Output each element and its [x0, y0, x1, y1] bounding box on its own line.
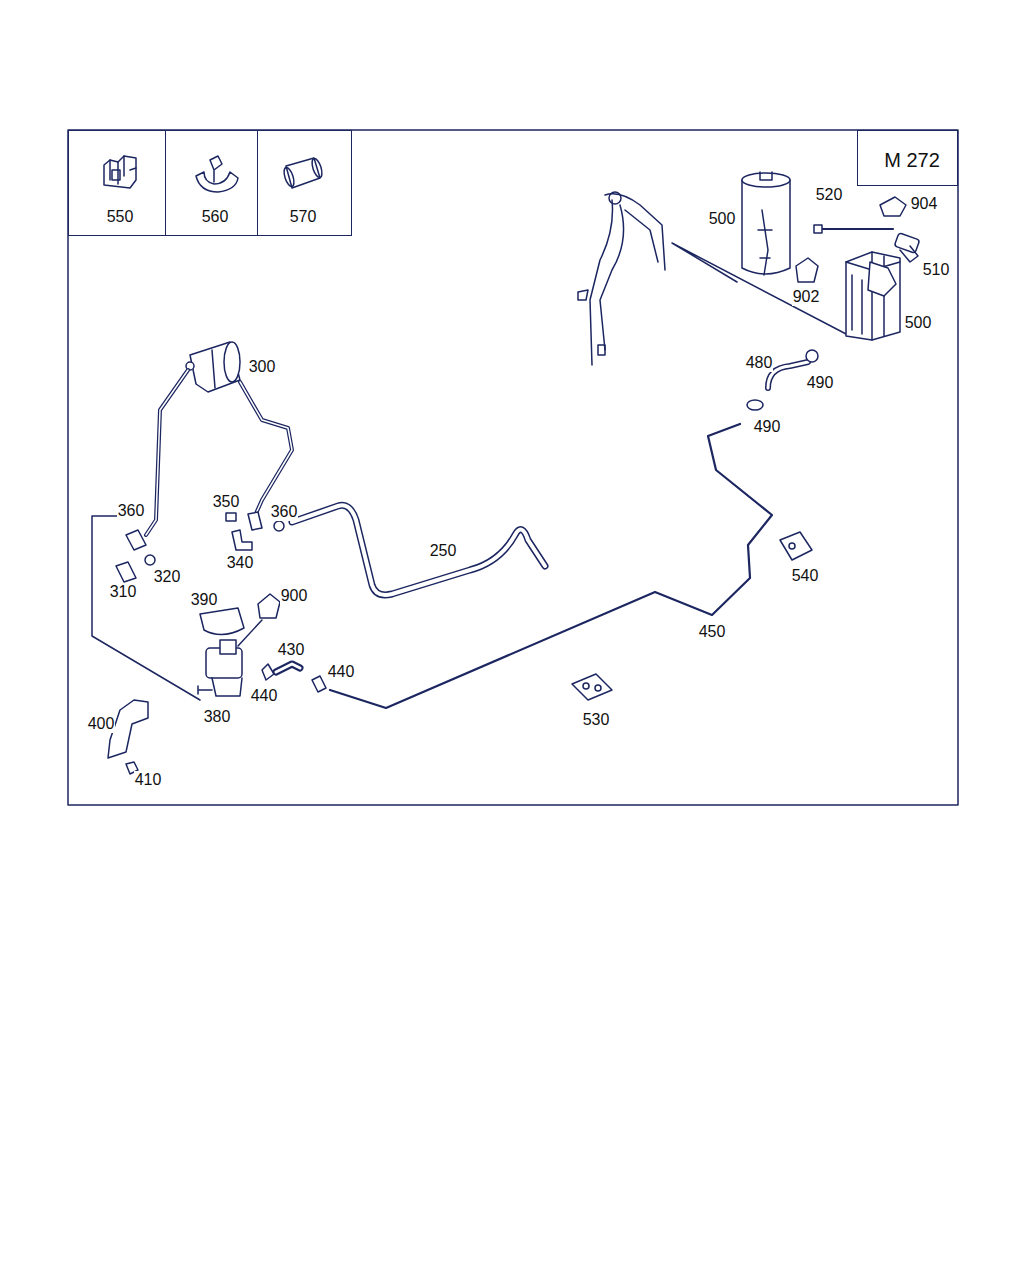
hose: [292, 505, 545, 595]
callout-number: 480: [745, 354, 774, 372]
callout-cell: 560: [165, 130, 258, 236]
hose: [276, 664, 300, 672]
hose: [292, 505, 545, 595]
callout-number: 490: [753, 418, 782, 436]
callout-number: 490: [806, 374, 835, 392]
connector: [126, 530, 146, 550]
callout-number: 250: [429, 542, 458, 560]
callout-number: 310: [109, 583, 138, 601]
pipe: [240, 382, 292, 518]
callout-number: 300: [248, 358, 277, 376]
valve: [198, 640, 242, 696]
clamp-icon: [196, 156, 238, 192]
hose: [276, 664, 300, 672]
callout-number: 360: [270, 503, 299, 521]
callout-number: 500: [708, 210, 737, 228]
elbow: [232, 530, 252, 550]
callout-number: 904: [910, 195, 939, 213]
hose: [768, 362, 808, 388]
tag: [258, 594, 280, 618]
callout-number: 570: [290, 208, 317, 226]
hose-clamp: [806, 350, 818, 362]
holder-ring: [200, 608, 244, 635]
callout-number: 400: [87, 715, 116, 733]
tag: [880, 197, 906, 216]
sleeve: [226, 513, 236, 521]
callout-number: 410: [134, 771, 163, 789]
callout-number: 350: [212, 493, 241, 511]
callout-number: 380: [203, 708, 232, 726]
bracket-clip: [116, 562, 136, 582]
callout-number: 440: [327, 663, 356, 681]
callout-number: 530: [582, 711, 611, 729]
sleeve-icon: [282, 157, 324, 188]
callout-number: 510: [922, 261, 951, 279]
callout-number: 430: [277, 641, 306, 659]
callout-number: 360: [117, 502, 146, 520]
callout-number: 450: [698, 623, 727, 641]
callout-number: 550: [107, 208, 134, 226]
clip-icon: [104, 156, 136, 188]
leader-line: [92, 516, 200, 700]
callout-number: 320: [153, 568, 182, 586]
tag: [796, 258, 818, 282]
model-code: M 272: [884, 149, 940, 172]
callout-number: 540: [791, 567, 820, 585]
line-clip: [780, 532, 812, 560]
wire: [822, 228, 893, 230]
pipe: [240, 382, 292, 518]
connector-plug: [814, 225, 822, 233]
pipe: [146, 370, 188, 535]
callout-number: 560: [202, 208, 229, 226]
callout-number: 900: [280, 587, 309, 605]
callout-cell: 550: [68, 130, 166, 236]
line-harness: [578, 192, 665, 365]
canister: [846, 252, 900, 340]
callout-number: 500: [904, 314, 933, 332]
line-clip: [572, 674, 612, 700]
frame: [68, 130, 958, 805]
hose-clamp: [312, 676, 326, 692]
hose: [768, 362, 808, 388]
canister: [742, 172, 790, 275]
hose-clamp: [274, 521, 284, 531]
pressure-unit: [186, 342, 240, 392]
callout-number: 902: [792, 288, 821, 306]
leader-line: [238, 620, 262, 646]
fuel-line: [330, 424, 772, 708]
callout-cell: 570: [257, 130, 352, 236]
model-box: M 272: [857, 130, 958, 186]
callout-number: 520: [815, 186, 844, 204]
nut: [145, 555, 155, 565]
callout-number: 340: [226, 554, 255, 572]
pipe: [146, 370, 188, 535]
callout-number: 390: [190, 591, 219, 609]
hose-clamp: [262, 664, 274, 680]
callout-number: 440: [250, 687, 279, 705]
connector: [248, 512, 262, 530]
hose-clamp: [747, 400, 763, 410]
